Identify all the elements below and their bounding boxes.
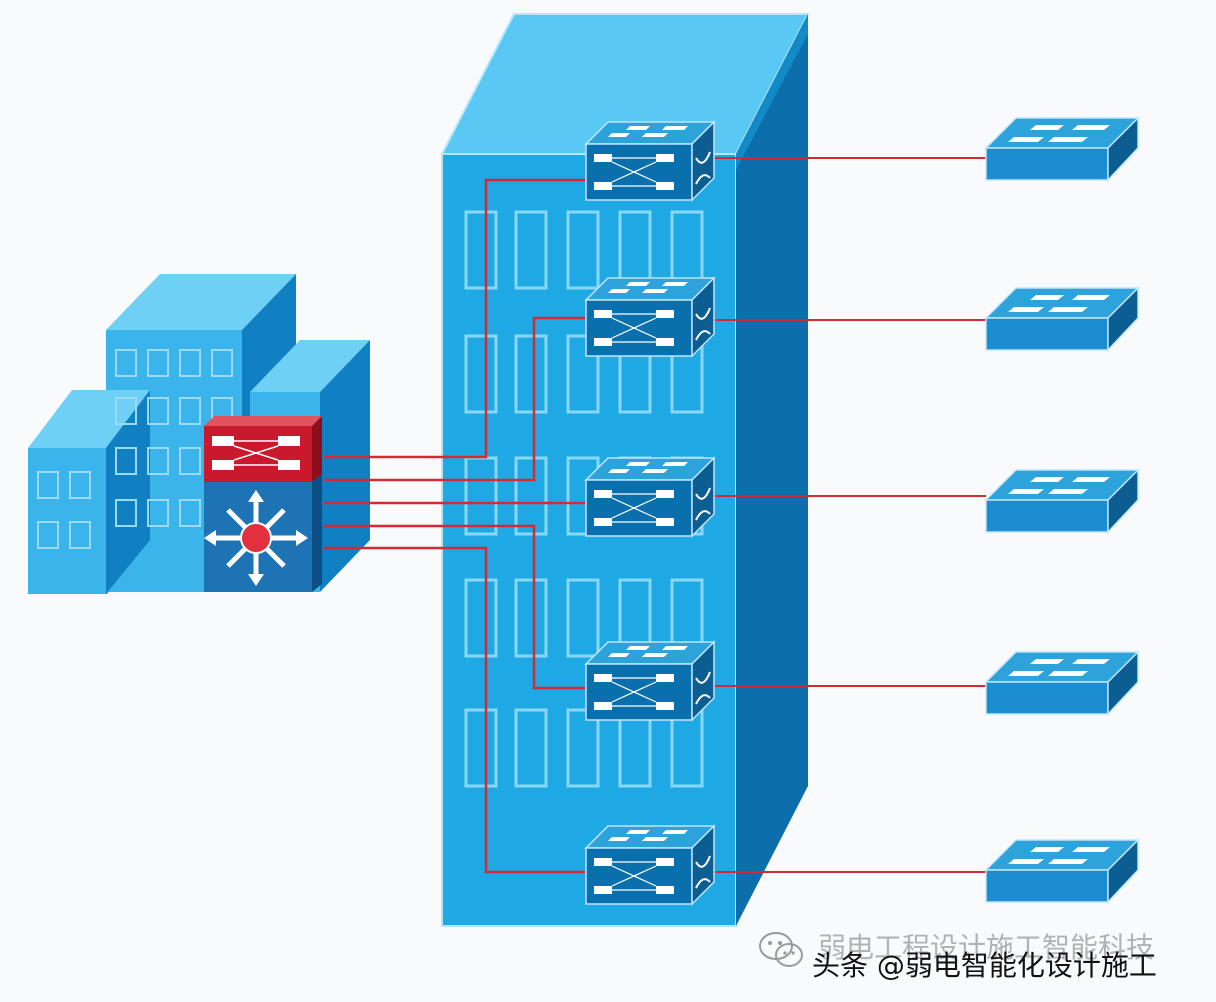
wechat-logo-icon [759,932,803,967]
floor-switch-icon [585,825,715,905]
floor-to-access-links [714,157,986,873]
watermark-front-text: 头条 @弱电智能化设计施工 [812,949,1157,982]
floor-switch-icon [585,641,715,721]
link-core-floor-1 [324,178,588,459]
link-core-floor-2 [324,316,588,482]
link-core-floor-4 [324,524,588,690]
core-switch-icon [204,416,322,592]
watermark-back-text: 弱电工程设计施工智能科技 [818,931,1155,964]
floor-switch-icon [585,457,715,537]
floor-switch-icon [585,277,715,357]
access-switch-icon [985,287,1139,351]
core-to-floor-links [324,178,588,874]
access-switch-icon [985,117,1139,181]
link-core-floor-5 [324,546,588,874]
floor-switch-icon [585,121,715,201]
access-switch-icon [985,839,1139,903]
access-switch-icon [985,651,1139,715]
access-switch-icon [985,469,1139,533]
